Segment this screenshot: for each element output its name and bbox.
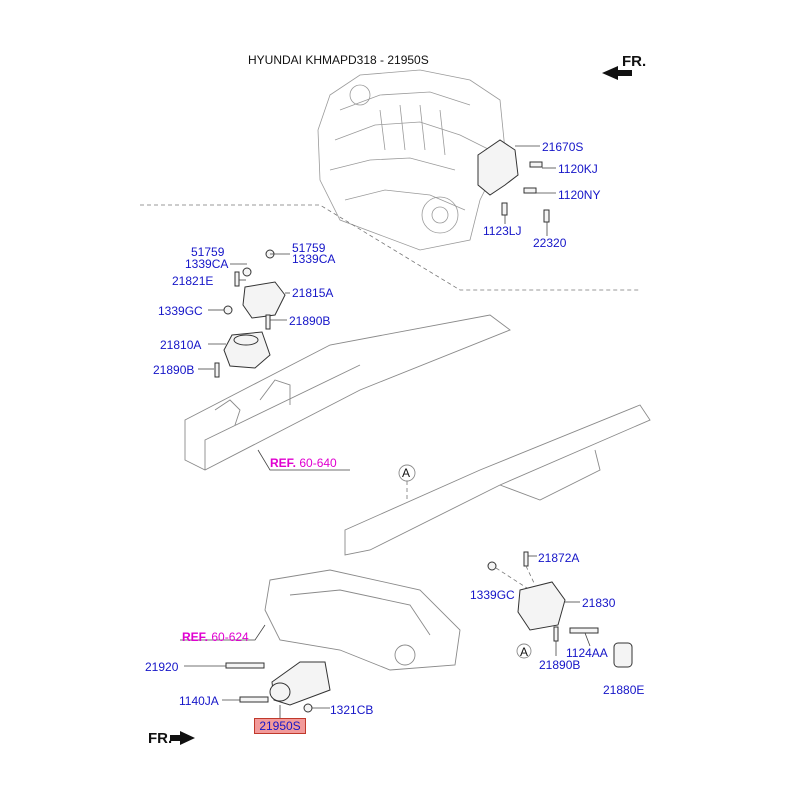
- part-label-21810A[interactable]: 21810A: [160, 338, 202, 352]
- part-label-1120KJ[interactable]: 1120KJ: [558, 162, 598, 176]
- front-direction-label: FR.: [148, 730, 173, 747]
- engine-bracket-21670S: [477, 139, 556, 236]
- fr-arrow-icon: [602, 66, 632, 80]
- part-label-1321CB[interactable]: 1321CB: [330, 703, 374, 717]
- part-label-1339CA[interactable]: 1339CA: [292, 252, 336, 266]
- upper-chassis-frame: [184, 314, 511, 471]
- roll-rod-21950S: [184, 661, 331, 718]
- part-label-1120NY[interactable]: 1120NY: [558, 188, 601, 202]
- reference-link[interactable]: REF. 60-624: [182, 630, 249, 644]
- part-label-21815A[interactable]: 21815A: [292, 286, 334, 300]
- upper-mount-assembly: [198, 249, 290, 378]
- engine-block: [317, 69, 506, 251]
- part-label-1339GC[interactable]: 1339GC: [158, 304, 203, 318]
- part-label-22320[interactable]: 22320: [533, 236, 567, 250]
- front-direction-label: FR.: [622, 53, 647, 70]
- part-label-1339CA[interactable]: 1339CA: [185, 257, 229, 271]
- part-label-1140JA[interactable]: 1140JA: [179, 694, 219, 708]
- part-label-21670S[interactable]: 21670S: [542, 140, 584, 154]
- highlighted-part-label-21950S[interactable]: 21950S: [254, 718, 306, 734]
- part-label-21830[interactable]: 21830: [582, 596, 616, 610]
- section-divider: [140, 204, 640, 291]
- part-label-21821E[interactable]: 21821E: [172, 274, 214, 288]
- lower-chassis-frame: [344, 404, 651, 556]
- transmission-mount-assembly: [487, 551, 633, 668]
- front-subframe: [180, 569, 461, 671]
- part-label-21890B[interactable]: 21890B: [289, 314, 331, 328]
- part-label-51759[interactable]: 51759: [191, 245, 225, 259]
- part-label-51759[interactable]: 51759: [292, 241, 326, 255]
- part-label-1339GC[interactable]: 1339GC: [470, 588, 515, 602]
- part-label-21920[interactable]: 21920: [145, 660, 179, 674]
- fr-arrow-icon: [170, 731, 195, 745]
- part-label-21890B[interactable]: 21890B: [153, 363, 195, 377]
- part-label-1124AA[interactable]: 1124AA: [566, 646, 608, 660]
- part-label-1123LJ[interactable]: 1123LJ: [483, 224, 522, 238]
- part-label-21890B[interactable]: 21890B: [539, 658, 581, 672]
- part-label-21872A[interactable]: 21872A: [538, 551, 580, 565]
- callout-a: A: [520, 645, 529, 659]
- page-title: HYUNDAI KHMAPD318 - 21950S: [248, 53, 429, 67]
- reference-link[interactable]: REF. 60-640: [270, 456, 337, 470]
- part-label-21880E[interactable]: 21880E: [603, 683, 645, 697]
- callout-a: A: [402, 466, 411, 480]
